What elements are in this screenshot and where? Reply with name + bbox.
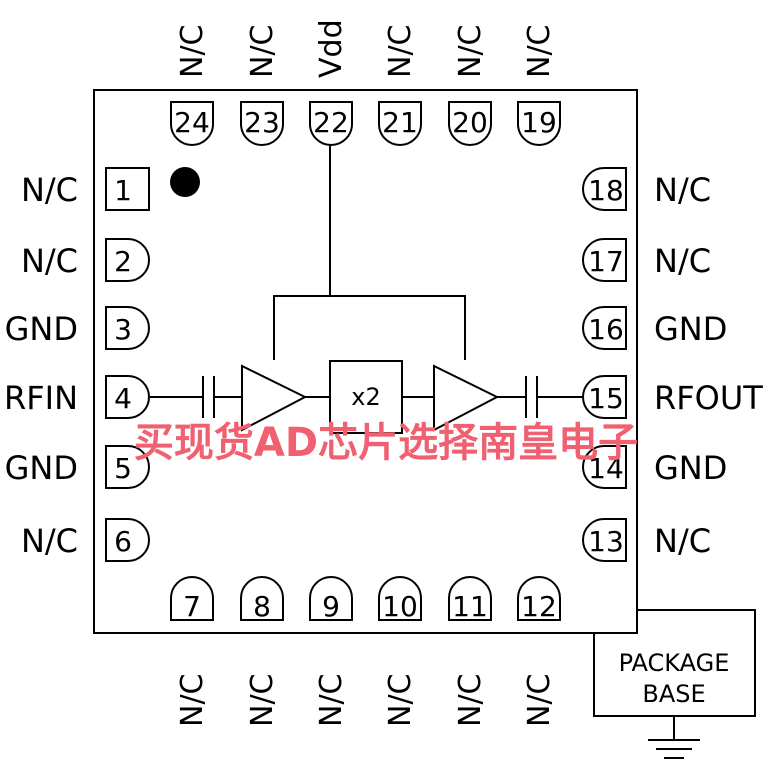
pin-number-13: 13 xyxy=(588,525,624,558)
pin-label-2: N/C xyxy=(21,242,78,280)
pin-number-24: 24 xyxy=(174,106,210,139)
pin-label-20: N/C xyxy=(453,25,488,79)
pin-pad-11 xyxy=(448,576,492,621)
pin-label-4: RFIN xyxy=(4,379,78,417)
pin-pad-9 xyxy=(309,576,353,621)
package-base-lead xyxy=(593,609,756,717)
pins-layer: 24N/C23N/C22Vdd21N/C20N/C19N/C7N/C8N/C9N… xyxy=(4,19,763,727)
pin-number-2: 2 xyxy=(114,245,132,278)
pin-pad-8 xyxy=(240,576,284,621)
multiplier-label: x2 xyxy=(351,383,380,411)
pin-label-17: N/C xyxy=(654,242,711,280)
pin-pad-4 xyxy=(105,375,150,419)
pin-pad-20 xyxy=(448,101,492,146)
pin-number-10: 10 xyxy=(382,590,418,623)
pin-pad-6 xyxy=(105,518,150,562)
pin-label-13: N/C xyxy=(654,522,711,560)
pin-number-14: 14 xyxy=(588,452,624,485)
chip-body xyxy=(93,89,638,634)
pin-label-1: N/C xyxy=(21,171,78,209)
pin-label-3: GND xyxy=(5,310,78,348)
pin-label-7: N/C xyxy=(175,674,210,728)
pin-pad-22 xyxy=(309,101,353,146)
pin-number-15: 15 xyxy=(588,382,624,415)
pin-number-23: 23 xyxy=(244,106,280,139)
pin-number-12: 12 xyxy=(521,590,557,623)
pin-label-5: GND xyxy=(5,449,78,487)
pin-pad-23 xyxy=(240,101,284,146)
pin-label-23: N/C xyxy=(245,25,280,79)
pin-pad-19 xyxy=(517,101,561,146)
pin-pad-13 xyxy=(582,518,627,562)
pin-pad-16 xyxy=(582,306,627,350)
pin-number-16: 16 xyxy=(588,313,624,346)
pin-label-6: N/C xyxy=(21,522,78,560)
pin-pad-5 xyxy=(105,445,150,489)
pin-label-24: N/C xyxy=(175,25,210,79)
pin-label-10: N/C xyxy=(383,674,418,728)
vdd-line-right xyxy=(330,295,466,360)
pin-label-22: Vdd xyxy=(314,19,349,78)
pin-pad-7 xyxy=(170,576,214,621)
pin-label-19: N/C xyxy=(522,25,557,79)
amplifier-2-triangle xyxy=(433,364,500,432)
pin-number-11: 11 xyxy=(452,590,488,623)
pin-label-8: N/C xyxy=(245,674,280,728)
pin-number-8: 8 xyxy=(253,590,271,623)
pin-pad-2 xyxy=(105,238,150,282)
pin-pad-14 xyxy=(582,445,627,489)
pin-label-11: N/C xyxy=(453,674,488,728)
pin-number-6: 6 xyxy=(114,525,132,558)
pin-pad-24 xyxy=(170,101,214,146)
watermark: 买现货AD芯片选择南皇电子 xyxy=(134,420,638,466)
package-base-label-2: BASE xyxy=(642,680,705,708)
pin-pad-3 xyxy=(105,306,150,350)
pin-pad-15 xyxy=(582,375,627,419)
pin-number-17: 17 xyxy=(588,245,624,278)
pin-number-22: 22 xyxy=(313,106,349,139)
pin-label-15: RFOUT xyxy=(654,379,763,417)
pin-pad-1 xyxy=(105,167,150,211)
pin-number-18: 18 xyxy=(588,174,624,207)
vdd-line xyxy=(273,145,331,360)
pin-number-3: 3 xyxy=(114,313,132,346)
package-base-label-1: PACKAGE xyxy=(619,649,730,677)
pin1-indicator-dot xyxy=(170,167,200,197)
pin-pad-21 xyxy=(378,101,422,146)
pin-number-21: 21 xyxy=(382,106,418,139)
pin-number-5: 5 xyxy=(114,452,132,485)
pin-number-9: 9 xyxy=(322,590,340,623)
pin-number-1: 1 xyxy=(114,174,132,207)
pin-label-14: GND xyxy=(654,449,727,487)
amplifier-1-triangle xyxy=(241,364,308,432)
pin-label-12: N/C xyxy=(522,674,557,728)
pin-pad-10 xyxy=(378,576,422,621)
pin-label-9: N/C xyxy=(314,674,349,728)
pin-pad-12 xyxy=(517,576,561,621)
pin-label-16: GND xyxy=(654,310,727,348)
pin-number-19: 19 xyxy=(521,106,557,139)
pin-pad-18 xyxy=(582,167,627,211)
pin-number-20: 20 xyxy=(452,106,488,139)
pin-pad-17 xyxy=(582,238,627,282)
pin-number-4: 4 xyxy=(114,382,132,415)
pin-label-18: N/C xyxy=(654,171,711,209)
pin-label-21: N/C xyxy=(383,25,418,79)
pin-number-7: 7 xyxy=(183,590,201,623)
